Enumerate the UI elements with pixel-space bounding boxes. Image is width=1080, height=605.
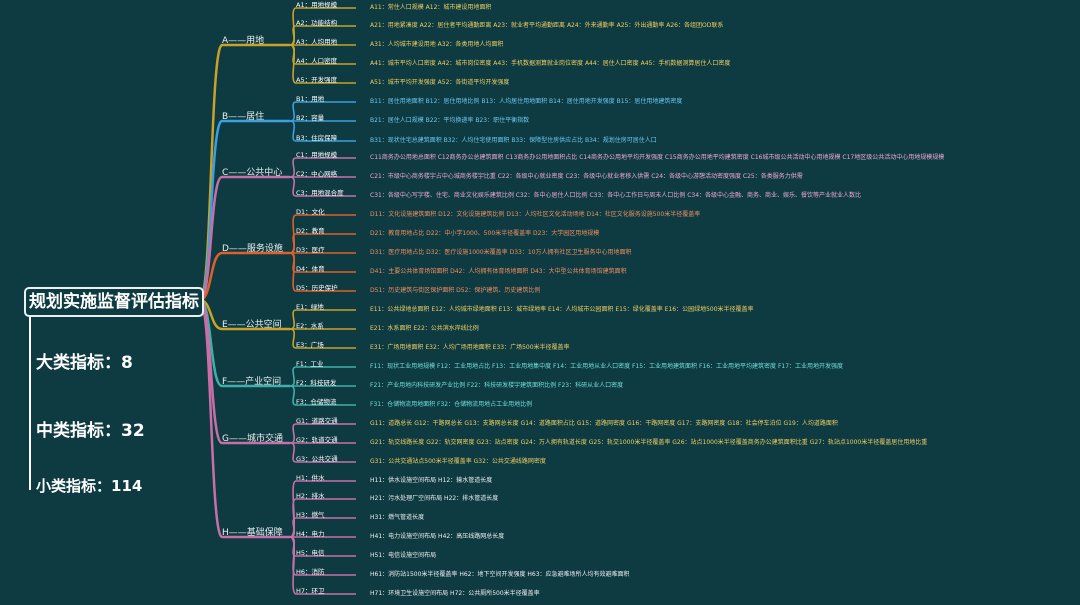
- subcategory-e2: E2：水系: [296, 322, 324, 330]
- subcategory-h6: H6：消防: [296, 568, 325, 576]
- subcategory-b2: B2：容量: [296, 114, 325, 122]
- subcategory-h3: H3：燃气: [296, 511, 325, 519]
- minor-count: 小类指标：114: [36, 475, 142, 496]
- subcategory-a4: A4：人口密度: [296, 57, 338, 65]
- connector: [289, 536, 356, 595]
- major-count-label: 大类指标：: [36, 353, 121, 373]
- indicator-list-b1: B11：居住用地面积 B12：居住用地比例 B13：人均居住用地面积 B14：居…: [370, 98, 683, 105]
- category-h: H——基础保障: [222, 528, 283, 538]
- subcategory-g2: G2：轨道交通: [296, 436, 338, 444]
- indicator-list-h2: H21：污水处理厂空间布局 H22：排水管道长度: [370, 495, 499, 502]
- indicator-list-h1: H11：供水设施空间布局 H12：输水管道长度: [370, 477, 493, 484]
- indicator-list-a4: A41：城市平均人口密度 A42：城市岗位密度 A43：手机数据测算就业岗位密度…: [370, 60, 731, 67]
- indicator-list-a5: A51：城市平均开发强度 A52：各街道平均开发强度: [370, 79, 510, 86]
- subcategory-e3: E3：广场: [296, 341, 324, 349]
- mid-count: 中类指标：32: [36, 416, 145, 441]
- root-title: 规划实施监督评估指标: [24, 287, 204, 317]
- indicator-list-d4: D41：主要公共体育场馆面积 D42：人均拥有体育场地面积 D43：大中型公共体…: [370, 268, 627, 275]
- indicator-list-a1: A11：常住人口规模 A12：城市建设用地面积: [370, 4, 492, 11]
- major-count-value: 8: [121, 353, 133, 373]
- mid-count-value: 32: [121, 421, 145, 441]
- subcategory-h5: H5：电信: [296, 549, 325, 557]
- indicator-list-d2: D21：教育用地占比 D22：中小学1000、500米半径覆盖率 D23：大学园…: [370, 230, 600, 237]
- subcategory-h4: H4：电力: [296, 530, 325, 538]
- indicator-list-f2: F21：产业用地内科技研发产业比例 F22：科技研发楼宇建筑面积比例 F23：科…: [370, 382, 624, 389]
- subcategory-h1: H1：供水: [296, 474, 325, 482]
- category-f: F——产业空间: [222, 377, 282, 387]
- subcategory-c2: C2：中心网络: [296, 170, 338, 178]
- subcategory-g3: G3：公共交通: [296, 455, 338, 463]
- subcategory-g1: G1：道路交通: [296, 417, 338, 425]
- category-g: G——城市交通: [222, 434, 283, 444]
- subcategory-d4: D4：体育: [296, 265, 325, 273]
- indicator-list-h3: H31：燃气管道长度: [370, 514, 425, 521]
- subcategory-d1: D1：文化: [296, 208, 325, 216]
- indicator-list-b3: B31：现状住宅总建筑面积 B32：人均住宅使用面积 B33：保障型住房供应占比…: [370, 137, 657, 144]
- connector: [289, 442, 356, 463]
- indicator-list-c2: C21：市级中心商务楼宇占中心城商务楼宇比重 C22：各级中心就业密度 C23：…: [370, 173, 803, 180]
- indicator-list-d1: D11：文化设施建筑面积 D12：文化设施建筑比例 D13：人均社区文化活动场地…: [370, 211, 701, 218]
- subcategory-d5: D5：历史保护: [296, 284, 338, 292]
- indicator-list-a3: A31：人均城市建设用地 A32：各类用地人均面积: [370, 41, 504, 48]
- indicator-list-b2: B21：居住人口规模 B22：平均换递率 B23：职住平衡指数: [370, 117, 530, 124]
- category-e: E——公共空间: [222, 320, 282, 330]
- connector: [289, 120, 356, 142]
- indicator-list-a2: A21：用地紧凑度 A22：居住者平均通勤距离 A23：就业者平均通勤距离 A2…: [370, 22, 724, 29]
- indicator-list-d3: D31：医疗用地占比 D32：医疗设施1000米覆盖率 D33：10万人拥有社区…: [370, 249, 632, 256]
- subcategory-f2: F2：科技研发: [296, 379, 337, 387]
- connector: [199, 251, 290, 302]
- indicator-list-c1: C11商务办公用地总面积 C12商务办公总建筑面积 C13商务办公用地面积占比 …: [370, 154, 945, 161]
- category-a: A——用地: [222, 36, 265, 46]
- subcategory-e1: E1：绿地: [296, 303, 324, 311]
- subcategory-f1: F1：工业: [296, 360, 324, 368]
- subcategory-f3: F3：仓储物流: [296, 398, 337, 406]
- indicator-list-h5: H51：电信设施空间布局: [370, 552, 437, 559]
- subcategory-d3: D3：医疗: [296, 246, 325, 254]
- indicator-list-e3: E31：广场用地面积 E32：人均广场用地面积 E33：广场500米半径覆盖率: [370, 344, 570, 351]
- indicator-list-d5: D51：历史建筑与街区保护面积 D52：保护建筑、历史建筑比例: [370, 287, 541, 294]
- indicator-list-f3: F31：仓储物流用地面积 F32：仓储物流用地占工业用地比例: [370, 401, 533, 408]
- subcategory-a2: A2：功能结构: [296, 19, 338, 27]
- category-b: B——居住: [222, 112, 265, 122]
- subcategory-a3: A3：人均用地: [296, 38, 338, 46]
- indicator-list-c3: C31：各级中心写字楼、住宅、商业文化娱乐建筑比例 C32：各中心居住人口比例 …: [370, 192, 862, 199]
- connector: [198, 298, 290, 539]
- indicator-list-f1: F11：现状工业用地规模 F12：工业用地占比 F13：工业用地集中度 F14：…: [370, 363, 844, 370]
- subcategory-h7: H7：环卫: [296, 587, 325, 595]
- minor-count-value: 114: [111, 477, 143, 495]
- mid-count-label: 中类指标：: [36, 421, 121, 441]
- indicator-list-e2: E21：水系面积 E22：公共滨水岸线比例: [370, 325, 479, 332]
- indicator-list-g1: G11：道路总长 G12：干路网总长 G13：支路网总长度 G14：道路面积占比…: [370, 420, 838, 427]
- indicator-list-h4: H41：电力设施空间布局 H42：高压线路网总长度: [370, 533, 505, 540]
- indicator-list-h6: H61：消防站1500米半径覆盖率 H62：地下空间开发强度 H63：应急避难场…: [370, 571, 630, 578]
- subcategory-b3: B3：住房保障: [296, 134, 338, 142]
- major-count: 大类指标：8: [36, 348, 133, 373]
- connector: [289, 328, 356, 349]
- subcategory-h2: H2：排水: [296, 492, 325, 500]
- subcategory-b1: B1：用地: [296, 95, 325, 103]
- indicator-list-g2: G21：轨交线路长度 G22：轨交网密度 G23：站点密度 G24：万人拥有轨道…: [370, 439, 928, 446]
- minor-count-label: 小类指标：: [36, 477, 112, 495]
- connector: [289, 44, 356, 84]
- indicator-list-g3: G31：公共交通站点500米半径覆盖率 G32：公共交通线路网密度: [370, 458, 546, 465]
- subcategory-d2: D2：教育: [296, 227, 325, 235]
- subcategory-c1: C1：用地规模: [296, 151, 338, 159]
- subcategory-a5: A5：开发强度: [296, 76, 338, 84]
- indicator-list-h7: H71：环境卫生设施空间布局 H72：公共厕所500米半径覆盖率: [370, 590, 540, 597]
- connector: [198, 175, 290, 302]
- category-c: C——公共中心: [222, 168, 283, 178]
- indicator-list-e1: E11：公共绿地总面积 E12：人均城市绿地面积 E13：城市绿地率 E14：人…: [370, 306, 754, 313]
- connector: [289, 176, 356, 197]
- subcategory-c3: C3：用地混合度: [296, 189, 344, 197]
- connector: [289, 385, 356, 406]
- connector: [289, 252, 356, 292]
- subcategory-a1: A1：用地规模: [296, 1, 338, 9]
- category-d: D——服务设施: [222, 244, 283, 254]
